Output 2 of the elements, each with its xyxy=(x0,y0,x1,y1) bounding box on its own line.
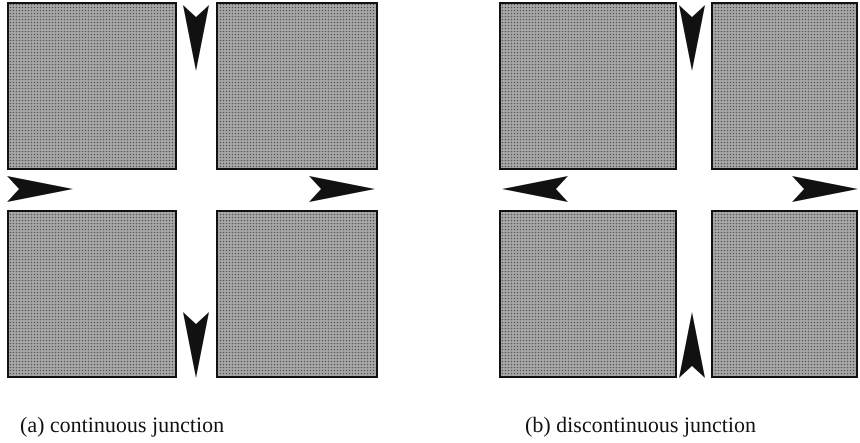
caption: (a) continuous junction xyxy=(20,412,224,438)
caption: (b) discontinuous junction xyxy=(525,412,756,438)
